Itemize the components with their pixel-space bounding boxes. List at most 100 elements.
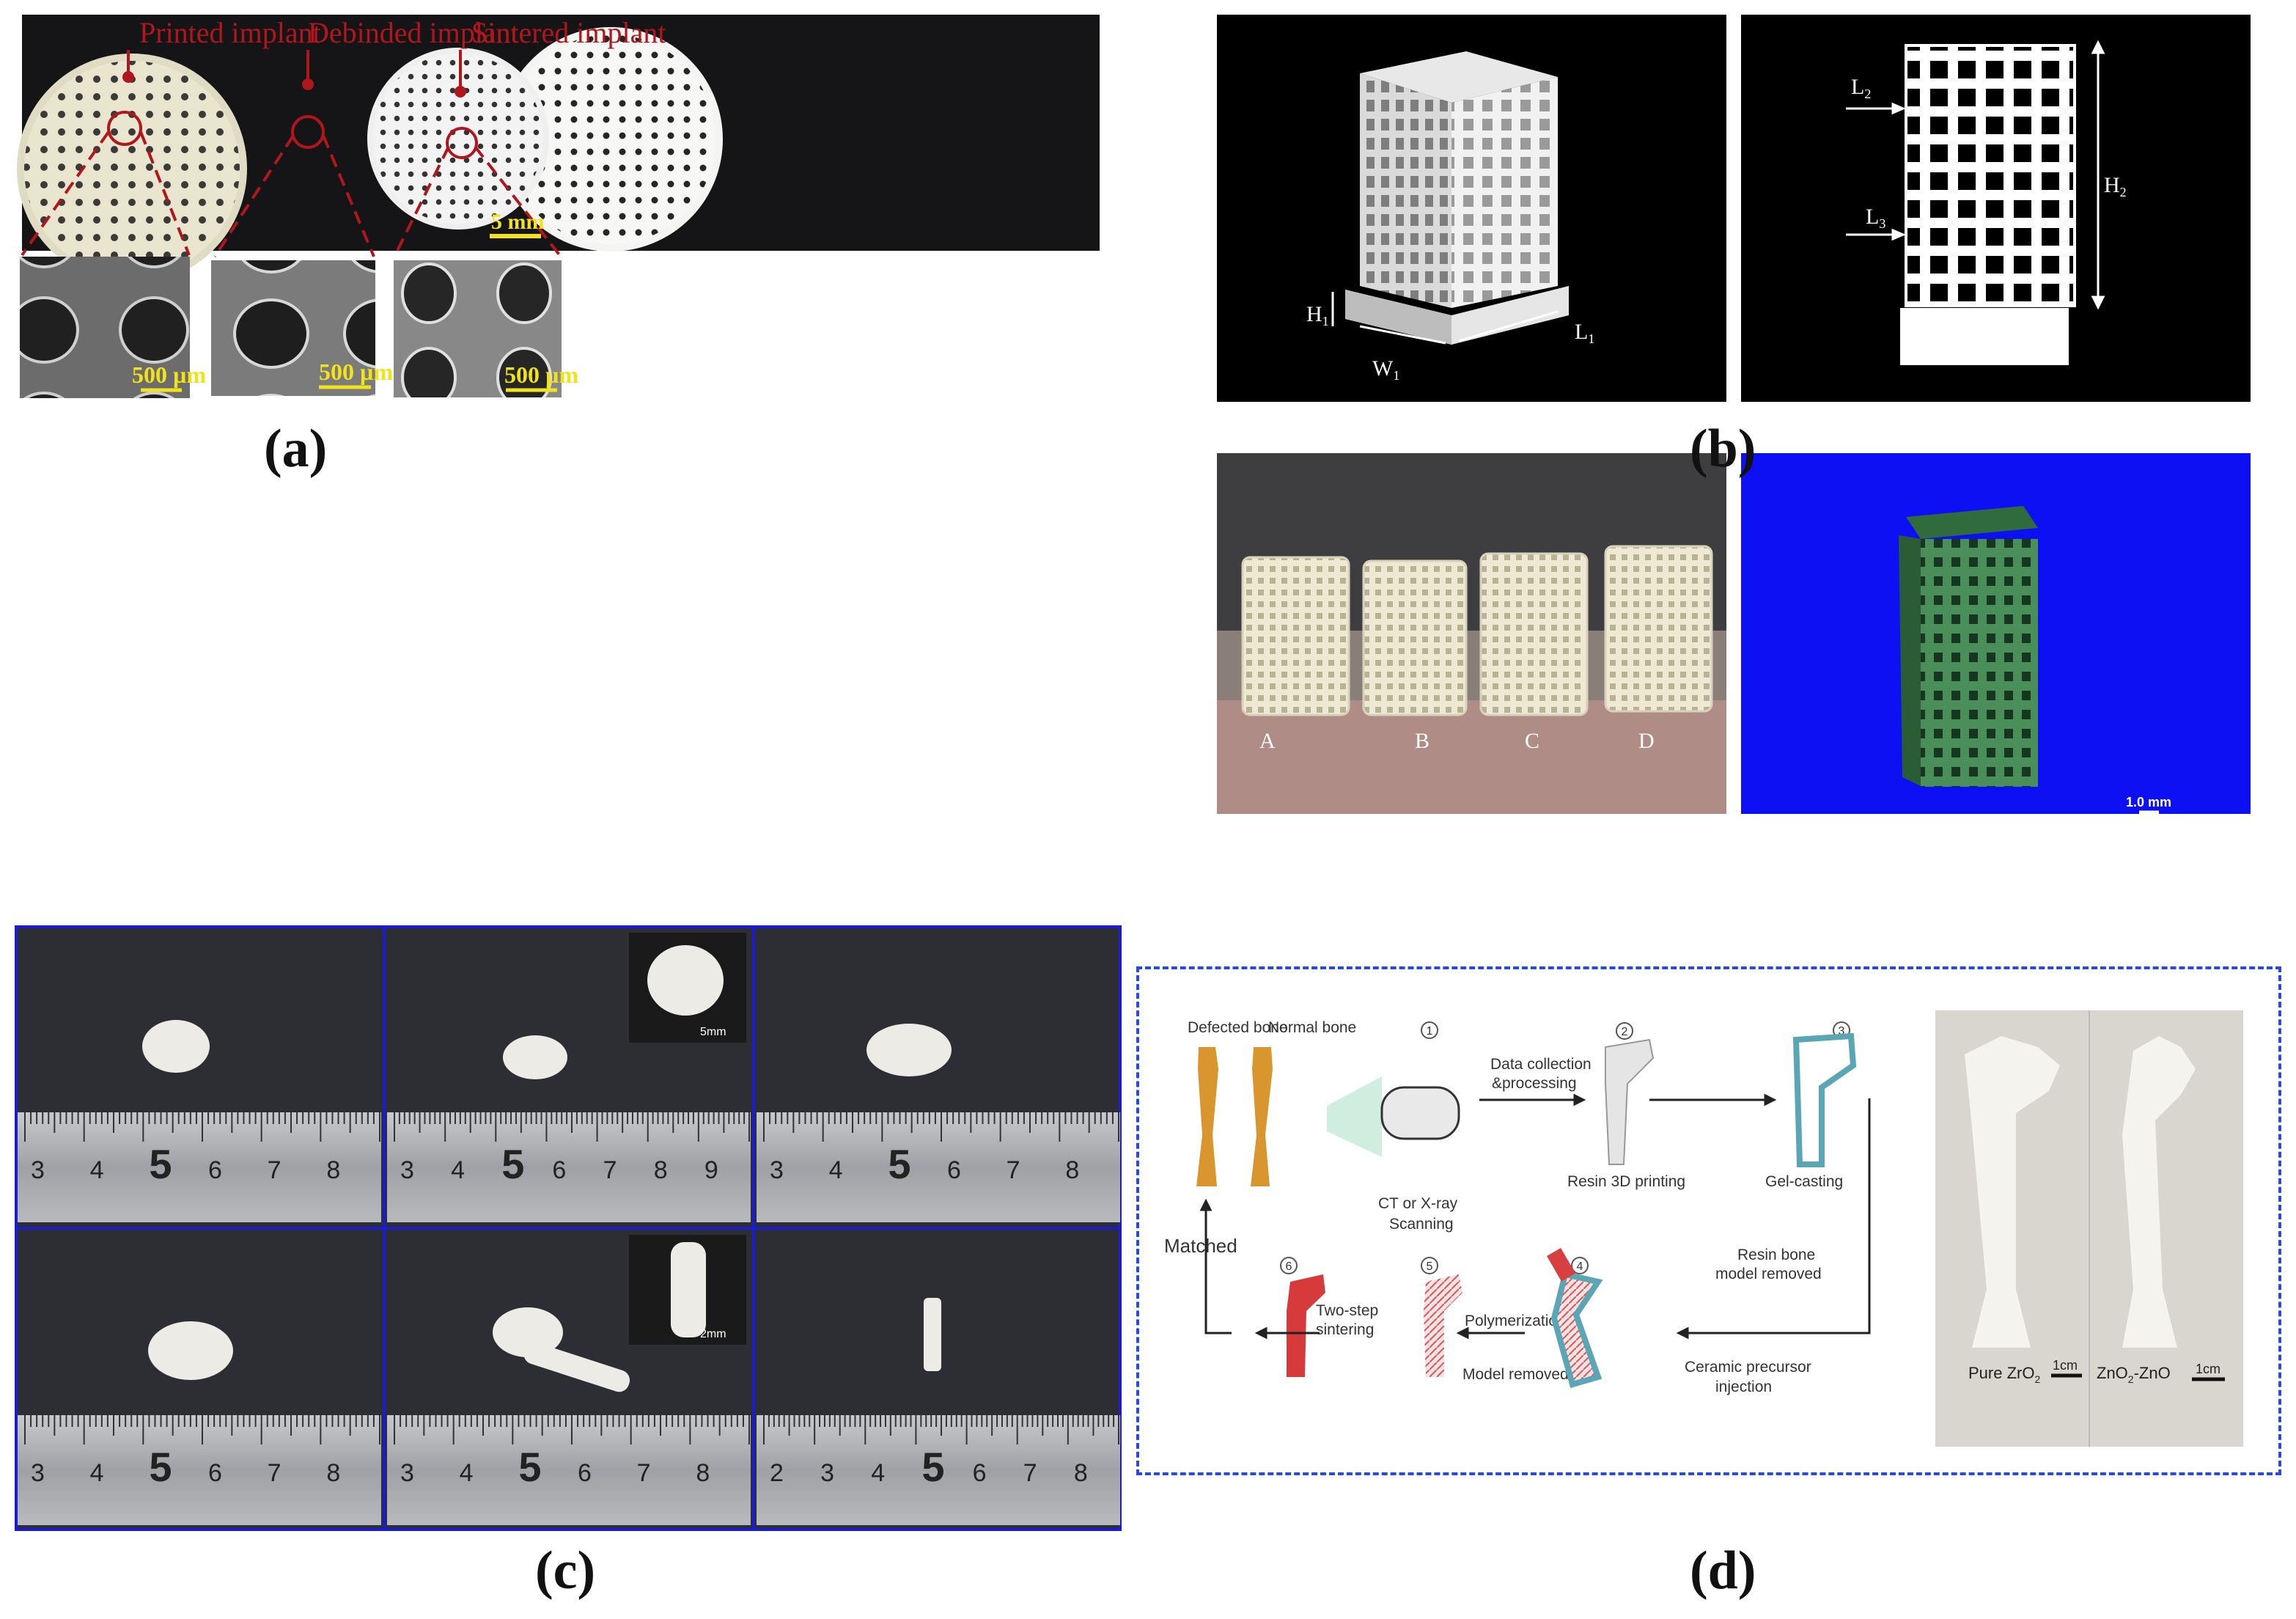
femur-zno2-zno (2122, 1036, 2196, 1348)
label-model-removed: Model removed (1462, 1366, 1569, 1383)
ruler-number: 5 (501, 1141, 524, 1187)
printed-implant-disc (17, 54, 247, 284)
resin-bone-icon (1605, 1038, 1655, 1165)
normal-bone-icon (1251, 1047, 1273, 1186)
ruler-number: 7 (268, 1459, 282, 1487)
dim-l2: L2 (1851, 75, 1871, 101)
inset-scale-2mm: 2mm (700, 1328, 726, 1340)
ruler (757, 1415, 1120, 1525)
step-6: 6 (1286, 1260, 1292, 1273)
gel-cast-icon (1792, 1032, 1857, 1167)
scale-d-1: 1cm (2053, 1358, 2078, 1373)
ruler-number: 6 (947, 1156, 961, 1184)
step-4: 4 (1577, 1260, 1583, 1273)
injection-icon (1550, 1271, 1603, 1388)
sintered-bone-icon (1287, 1274, 1325, 1377)
dim-h2: H2 (2104, 173, 2127, 199)
ruler-number: 6 (208, 1459, 222, 1487)
ruler-number: 5 (149, 1444, 172, 1490)
ruler-number: 8 (654, 1156, 668, 1184)
scale-ct: 1.0 mm (2126, 795, 2171, 810)
femur-pure-zro2 (1965, 1036, 2060, 1348)
scale-d-2: 1cm (2196, 1362, 2220, 1376)
caption-a: (a) (264, 419, 328, 479)
ruler-number: 5 (921, 1444, 944, 1490)
label-two-step-2: sintering (1316, 1321, 1374, 1338)
scale-sem-2: 500 µm (319, 359, 393, 385)
ruler (387, 1112, 751, 1222)
caption-b: (b) (1690, 419, 1756, 479)
ruler-number: 6 (208, 1156, 222, 1184)
ruler-number: 6 (578, 1459, 592, 1487)
ruler-number: 9 (704, 1156, 718, 1184)
label-data-2: &processing (1492, 1075, 1577, 1092)
panel-b: H1 W1 L1 L2 L3 H2 A B C D 1.0 mm (1217, 15, 2251, 814)
caption-c: (c) (535, 1541, 596, 1601)
sem-printed (20, 257, 190, 398)
scale-sem-3: 500 µm (504, 361, 578, 388)
label-ct-1: CT or X-ray (1378, 1195, 1458, 1212)
sample-b: B (1415, 729, 1430, 753)
label-pure-zro2: Pure ZrO2 (1968, 1364, 2040, 1385)
implant-c1 (142, 1020, 210, 1073)
ruler-number: 8 (1065, 1156, 1079, 1184)
label-resin-printing: Resin 3D printing (1567, 1173, 1685, 1190)
label-defected-bone: Defected bone (1188, 1019, 1288, 1036)
dim-w1: W1 (1372, 356, 1399, 383)
label-polymerization: Polymerization (1465, 1313, 1566, 1329)
dim-l1: L1 (1575, 320, 1594, 346)
step-5: 5 (1427, 1260, 1433, 1273)
ruler-number: 7 (1007, 1156, 1020, 1184)
sample-d: D (1638, 729, 1655, 753)
ct-beam (1327, 1076, 1382, 1157)
step-1: 1 (1427, 1025, 1433, 1038)
ruler-number: 3 (31, 1459, 45, 1487)
caption-d: (d) (1690, 1541, 1756, 1601)
label-zno2-zno: ZnO2-ZnO (2097, 1364, 2171, 1385)
ruler-number: 3 (820, 1459, 834, 1487)
scale-main: 5 mm (491, 210, 544, 234)
ruler-number: 5 (888, 1141, 910, 1187)
ruler-number: 3 (770, 1156, 784, 1184)
label-data-1: Data collection (1490, 1056, 1592, 1073)
ruler-number: 3 (31, 1156, 45, 1184)
ruler-number: 4 (90, 1156, 104, 1184)
implant-c3 (866, 1024, 952, 1076)
implant-c2 (503, 1035, 567, 1079)
label-gel-casting: Gel-casting (1765, 1173, 1843, 1190)
label-printed: Printed implant (139, 16, 321, 49)
ruler-number: 7 (1023, 1459, 1037, 1487)
implant-c6 (924, 1298, 941, 1371)
sample-c: C (1525, 729, 1539, 753)
implant-c5 (493, 1307, 630, 1392)
ruler-number: 6 (973, 1459, 987, 1487)
label-resin-removed-1: Resin bone (1737, 1247, 1815, 1263)
scale-sem-1: 500 µm (132, 361, 206, 388)
implant-c4 (148, 1321, 233, 1380)
dim-h1: H1 (1306, 302, 1329, 328)
ruler-number: 8 (1074, 1459, 1088, 1487)
label-ct-2: Scanning (1389, 1216, 1454, 1233)
ruler-number: 4 (451, 1156, 465, 1184)
ruler-number: 5 (149, 1141, 172, 1187)
panel-a: Printed implant Debinded implant Sintere… (17, 15, 1100, 398)
dim-l3: L3 (1866, 205, 1885, 231)
step-3: 3 (1839, 1025, 1845, 1038)
polymerized-icon (1424, 1274, 1462, 1377)
label-matched: Matched (1164, 1235, 1237, 1257)
sample-a: A (1259, 729, 1276, 753)
sem-debinded (211, 260, 375, 396)
label-sintered: Sintered implant (471, 16, 666, 49)
step-2: 2 (1622, 1026, 1628, 1038)
ruler-number: 3 (400, 1459, 414, 1487)
label-resin-removed-2: model removed (1715, 1266, 1822, 1282)
ruler-number: 7 (268, 1156, 282, 1184)
label-ceramic-1: Ceramic precursor (1685, 1359, 1811, 1376)
ruler-number: 8 (696, 1459, 710, 1487)
ruler-number: 2 (770, 1459, 784, 1487)
ruler-number: 4 (871, 1459, 885, 1487)
ruler-number: 7 (603, 1156, 617, 1184)
defected-bone-icon (1196, 1047, 1218, 1186)
ruler-number: 3 (400, 1156, 414, 1184)
